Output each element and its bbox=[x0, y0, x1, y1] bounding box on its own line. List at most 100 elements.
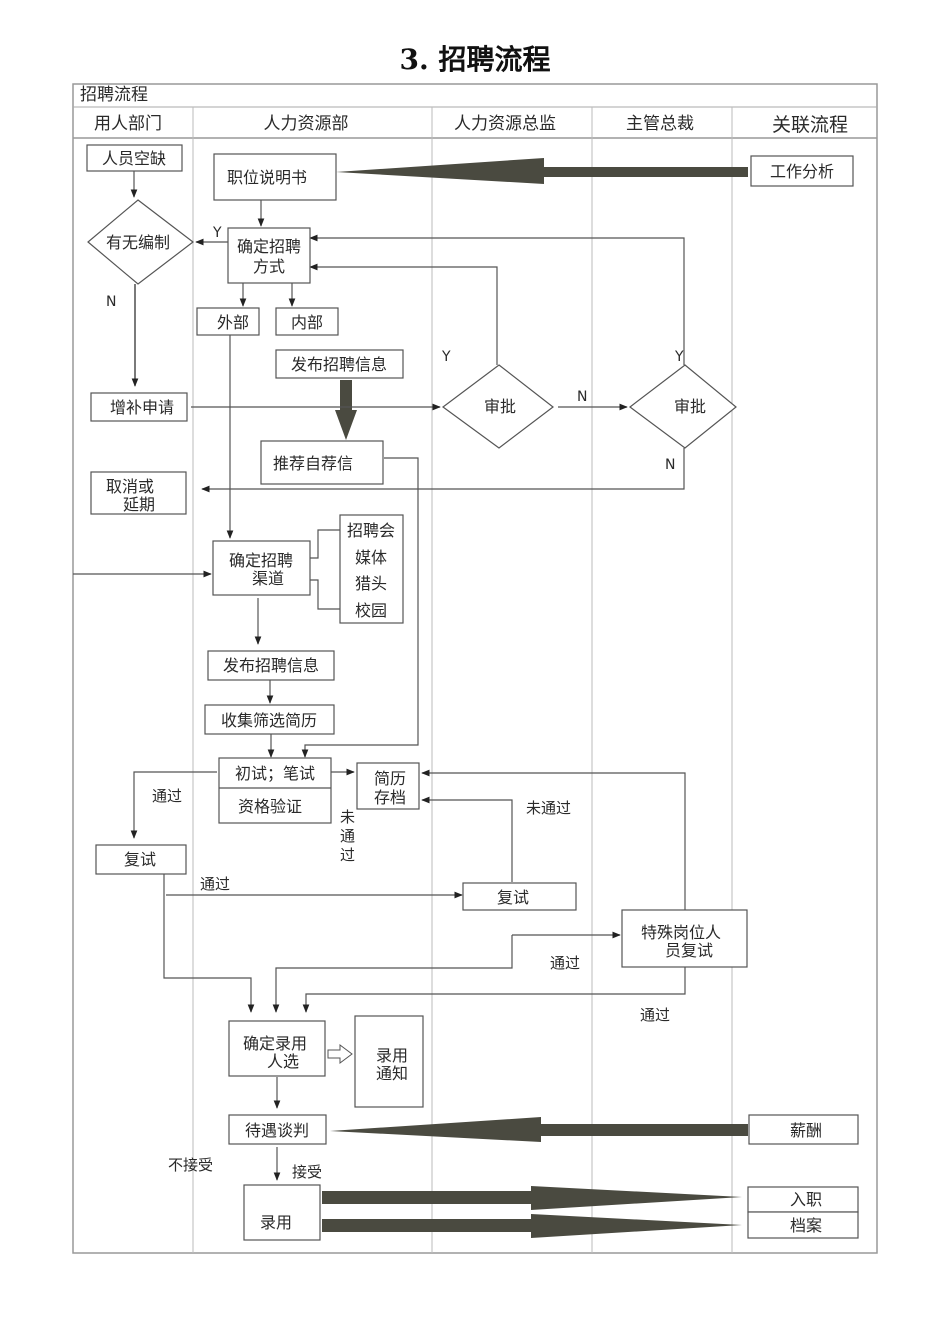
box-special-retest bbox=[621, 909, 748, 968]
label-pass: 通过 bbox=[640, 1006, 670, 1024]
diamond-quota-check bbox=[87, 199, 194, 285]
thick-arrow-archive bbox=[322, 1214, 742, 1238]
table-caption: 招聘流程 bbox=[80, 85, 148, 105]
text-hire: 录用 bbox=[260, 1213, 292, 1232]
text-channel-campus: 校园 bbox=[355, 601, 387, 620]
text-archive-1: 简历 bbox=[374, 769, 406, 788]
text-vacancy: 人员空缺 bbox=[102, 149, 166, 168]
label-fail-vertical-2: 通 bbox=[340, 827, 355, 845]
text-archive-file: 档案 bbox=[790, 1216, 822, 1235]
box-onboarding bbox=[747, 1186, 859, 1213]
box-salary-negotiation bbox=[228, 1114, 327, 1145]
text-job-analysis: 工作分析 bbox=[770, 162, 834, 181]
text-retest-hr: 复试 bbox=[497, 888, 529, 907]
lane-header-related: 关联流程 bbox=[772, 114, 848, 136]
text-special-2: 员复试 bbox=[665, 941, 713, 960]
text-channel-job-fair: 招聘会 bbox=[347, 521, 395, 540]
text-external: 外部 bbox=[217, 313, 249, 332]
box-collect-resumes bbox=[204, 704, 335, 735]
text-initial-test: 初试；笔试 bbox=[235, 764, 315, 783]
text-hire-decision-2: 人选 bbox=[267, 1052, 299, 1071]
text-special-1: 特殊岗位人 bbox=[641, 923, 721, 942]
box-initial-test bbox=[218, 757, 332, 824]
page-title: 3. 招聘流程 bbox=[399, 43, 551, 76]
text-approve-director: 审批 bbox=[484, 397, 516, 416]
box-retest-dept bbox=[95, 844, 187, 875]
text-offer-2: 通知 bbox=[376, 1064, 408, 1083]
connectors bbox=[73, 171, 686, 1181]
diamond-approve-director bbox=[441, 364, 554, 449]
hollow-arrow-to-offer bbox=[327, 1044, 353, 1064]
lane-headers: 用人部门 人力资源部 人力资源总监 主管总裁 关联流程 bbox=[94, 114, 848, 136]
node-labels: 人员空缺 职位说明书 工作分析 有无编制 确定招聘 方式 外部 内部 发布招聘信… bbox=[102, 149, 834, 1235]
label-yes: Y bbox=[212, 225, 222, 241]
box-offer bbox=[354, 1015, 424, 1108]
lane-header-hr-director: 人力资源总监 bbox=[454, 114, 556, 134]
text-referral: 推荐自荐信 bbox=[273, 454, 353, 473]
text-job-desc: 职位说明书 bbox=[227, 168, 307, 187]
box-external bbox=[196, 307, 260, 336]
label-no: N bbox=[665, 457, 675, 473]
text-recruit-method-1: 确定招聘 bbox=[237, 237, 301, 256]
box-publish-external bbox=[207, 650, 335, 681]
label-reject: 不接受 bbox=[168, 1156, 213, 1174]
box-retest-hr bbox=[462, 882, 577, 911]
box-recruit-method bbox=[227, 227, 311, 284]
label-yes: Y bbox=[674, 349, 684, 365]
text-cancel-2: 延期 bbox=[123, 495, 155, 514]
text-publish-internal: 发布招聘信息 bbox=[291, 355, 387, 374]
text-channel-1: 确定招聘 bbox=[229, 551, 293, 570]
lane-header-president: 主管总裁 bbox=[626, 114, 694, 134]
label-pass: 通过 bbox=[550, 954, 580, 972]
text-salary-negotiation: 待遇谈判 bbox=[245, 1121, 309, 1140]
diamond-approve-president bbox=[629, 364, 737, 449]
thick-arrow-publish-to-referral bbox=[335, 380, 357, 440]
box-supplement-request bbox=[90, 392, 188, 422]
thick-arrow-job-analysis bbox=[336, 158, 748, 184]
label-pass: 通过 bbox=[152, 787, 182, 805]
box-channels bbox=[339, 514, 404, 624]
text-qualification: 资格验证 bbox=[238, 797, 302, 816]
text-offer-1: 录用 bbox=[376, 1046, 408, 1065]
box-cancel bbox=[90, 471, 187, 515]
lane-header-hr-dept: 人力资源部 bbox=[264, 114, 349, 134]
box-salary bbox=[748, 1114, 859, 1145]
swimlane-frame bbox=[72, 83, 878, 1254]
label-accept: 接受 bbox=[292, 1163, 322, 1181]
text-cancel-1: 取消或 bbox=[106, 477, 154, 496]
text-channel-media: 媒体 bbox=[355, 548, 387, 567]
box-job-desc bbox=[213, 153, 337, 201]
thick-arrow-salary bbox=[330, 1117, 748, 1142]
label-fail-vertical-1: 未 bbox=[340, 808, 355, 826]
text-retest-dept: 复试 bbox=[124, 850, 156, 869]
thick-arrows bbox=[322, 158, 748, 1238]
text-channel-headhunter: 猎头 bbox=[355, 574, 387, 593]
process-boxes bbox=[86, 144, 859, 1241]
label-yes: Y bbox=[441, 349, 451, 365]
label-fail: 未通过 bbox=[526, 799, 571, 817]
text-publish-external: 发布招聘信息 bbox=[223, 656, 319, 675]
text-approve-president: 审批 bbox=[674, 397, 706, 416]
text-hire-decision-1: 确定录用 bbox=[243, 1034, 307, 1053]
edge-labels: Y N Y N Y N 通过 未 通 过 未通过 通过 通过 通过 不接受 接受 bbox=[106, 225, 684, 1181]
box-hire-decision bbox=[228, 1020, 326, 1077]
box-publish-internal bbox=[275, 349, 404, 379]
text-supplement-request: 增补申请 bbox=[110, 398, 174, 417]
label-fail-vertical-3: 过 bbox=[340, 846, 355, 864]
label-no: N bbox=[106, 294, 116, 310]
thick-arrow-onboarding bbox=[322, 1186, 742, 1210]
box-referral bbox=[260, 440, 384, 485]
text-onboarding: 入职 bbox=[790, 1190, 822, 1209]
box-channel bbox=[212, 540, 311, 596]
label-pass: 通过 bbox=[200, 875, 230, 893]
text-recruit-method-2: 方式 bbox=[253, 257, 285, 276]
text-collect-resumes: 收集筛选简历 bbox=[221, 711, 317, 730]
text-quota-check: 有无编制 bbox=[106, 233, 170, 252]
label-no: N bbox=[577, 389, 587, 405]
text-salary: 薪酬 bbox=[790, 1121, 822, 1140]
box-resume-archive bbox=[356, 762, 420, 810]
text-archive-2: 存档 bbox=[374, 788, 406, 807]
text-internal: 内部 bbox=[291, 313, 323, 332]
lane-header-hiring-dept: 用人部门 bbox=[94, 114, 162, 134]
